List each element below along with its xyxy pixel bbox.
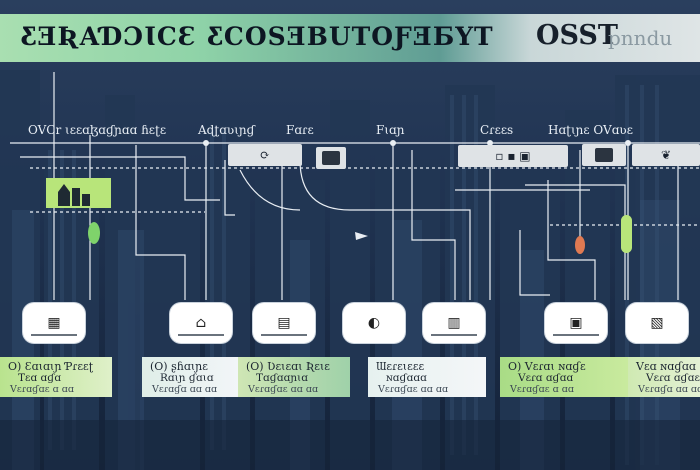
top-label-4: Fɩɑɲ [376,123,405,137]
orange-bulb [575,236,585,254]
banner-right-word: OSST [536,20,619,51]
chat-bubble-icon: ◐ [367,315,381,331]
highlight-building [46,178,111,208]
chip-thumb-1[interactable] [316,147,346,169]
caption-card-4: Ɯɛɾɛɩɛɛɛ ɴɑɠɑɑɑ Vɛɾɑɠɑɛ ɑɑ ɑɑ [368,357,486,397]
screen-icon: ▤ [277,315,291,331]
refresh-icon: ⟳ [259,148,271,162]
caption-card-5: O) Vɛɾɑɩ ɴɑɠɛ Vɛɾɑ ɑɠɑɑ Vɛɾɑɠɑɛ ɑ ɑɑ [500,357,628,397]
card-subtitle: Rɑɩɲ ɠɑɩɑ [160,372,214,384]
node-1[interactable]: ▦ [23,303,85,343]
page-title: ƸƎƦАƊƆƖϹƐ ƸϹOSƎBUTOƑƎƂYT [20,22,494,51]
card-detail: Vɛɾɑɠɑɛ ɑ ɑɑ [510,384,574,395]
card-subtitle: Vɛɾɑ ɑɠɑɑ [518,372,574,384]
media-strip-icon: ▫ ▪ ▣ [495,149,531,163]
card-title: Ɯɛɾɛɩɛɛɛ [376,360,425,373]
card-title: Vɛɑ ɴɑɠɑɑ [636,360,696,373]
chip-media-strip[interactable]: ▫ ▪ ▣ [458,145,568,167]
photo-icon: ▦ [47,315,61,331]
monitor-icon: ▣ [569,315,583,331]
thumbnail-icon [322,151,340,165]
card-title: (O) Ʋɛɩɛɑɩ Ʀɛɩɛ [246,360,331,373]
green-bulb-left [88,222,100,244]
node-5[interactable]: ▥ [423,303,485,343]
card-detail: Vɛɾɑɠɑɛ ɑɑ ɑɑ [378,384,449,395]
card-subtitle: Vɛɾɑ ɑɠɑɛ [646,372,700,384]
node-2[interactable]: ⌂ [170,303,232,343]
card-subtitle: ɴɑɠɑɑɑ [386,372,427,384]
leaf-icon: ❦ [660,148,672,162]
title-banner: ƸƎƦАƊƆƖϹƐ ƸϹOSƎBUTOƑƎƂYT OSST pnndu [0,14,700,62]
card-detail: Vɛɾɑɠɑɛ ɑɑ ɑɑ [248,384,319,395]
chip-thumb-2[interactable] [582,144,626,166]
top-label-2: Aɖʈɑʋɩɲɠ [198,123,255,137]
card-subtitle: Tɑɠɑɑɲɩɑ [256,372,308,384]
node-4[interactable]: ◐ [343,303,405,343]
banner-grey-panel [440,14,700,62]
caption-card-1: O) Ɛɑɩɑɩɲ Ƥɾɛɛʈ Tɛɑ ɑɠɑ Vɛɾɑɠɑɛ ɑ ɑɑ [0,357,112,397]
node-7[interactable]: ▧ [626,303,688,343]
thumbnail-icon [595,148,613,162]
card-title: O) Vɛɾɑɩ ɴɑɠɛ [508,360,586,373]
banner-right-faded-word: pnndu [608,26,673,50]
caption-card-3: (O) Ʋɛɩɛɑɩ Ʀɛɩɛ Tɑɠɑɑɲɩɑ Vɛɾɑɠɑɛ ɑɑ ɑɑ [238,357,350,397]
top-label-3: Fɑɾɛ [286,123,314,137]
card-title: (O) ʂɦɑɩɲɛ [150,360,208,373]
building-icon [58,184,90,206]
top-label-6: Hɑʈɩɲɛ OVɑʋɛ [548,123,633,137]
card-detail: Vɛɾɑɠɑ ɑɑ ɑɑ [152,384,218,395]
green-bulb-right [621,215,632,253]
card-detail: Vɛɾɑɠɑɛ ɑ ɑɑ [10,384,74,395]
node-6[interactable]: ▣ [545,303,607,343]
banner-green-panel [0,14,440,62]
node-3[interactable]: ▤ [253,303,315,343]
card-detail: Vɛɾɑɠɑ ɑɑ ɑɑ [638,384,700,395]
book-icon: ▧ [650,315,664,331]
caption-card-6: Vɛɑ ɴɑɠɑɑ Vɛɾɑ ɑɠɑɛ Vɛɾɑɠɑ ɑɑ ɑɑ [628,357,700,397]
card-title: O) Ɛɑɩɑɩɲ Ƥɾɛɛʈ [8,360,94,373]
building-icon: ⌂ [195,315,207,331]
card-subtitle: Tɛɑ ɑɠɑ [18,372,62,384]
caption-card-2: (O) ʂɦɑɩɲɛ Rɑɩɲ ɠɑɩɑ Vɛɾɑɠɑ ɑɑ ɑɑ [142,357,238,397]
folder-icon: ▥ [447,315,461,331]
chip-refresh[interactable]: ⟳ [228,144,302,166]
chip-leaf[interactable]: ❦ [632,144,700,166]
top-label-5: Cɾɛɛs [480,123,514,137]
top-label-1: OVCr ɩɛɛɑɮɑɠɲɑɑ ɦɛʈɛ [28,123,167,137]
